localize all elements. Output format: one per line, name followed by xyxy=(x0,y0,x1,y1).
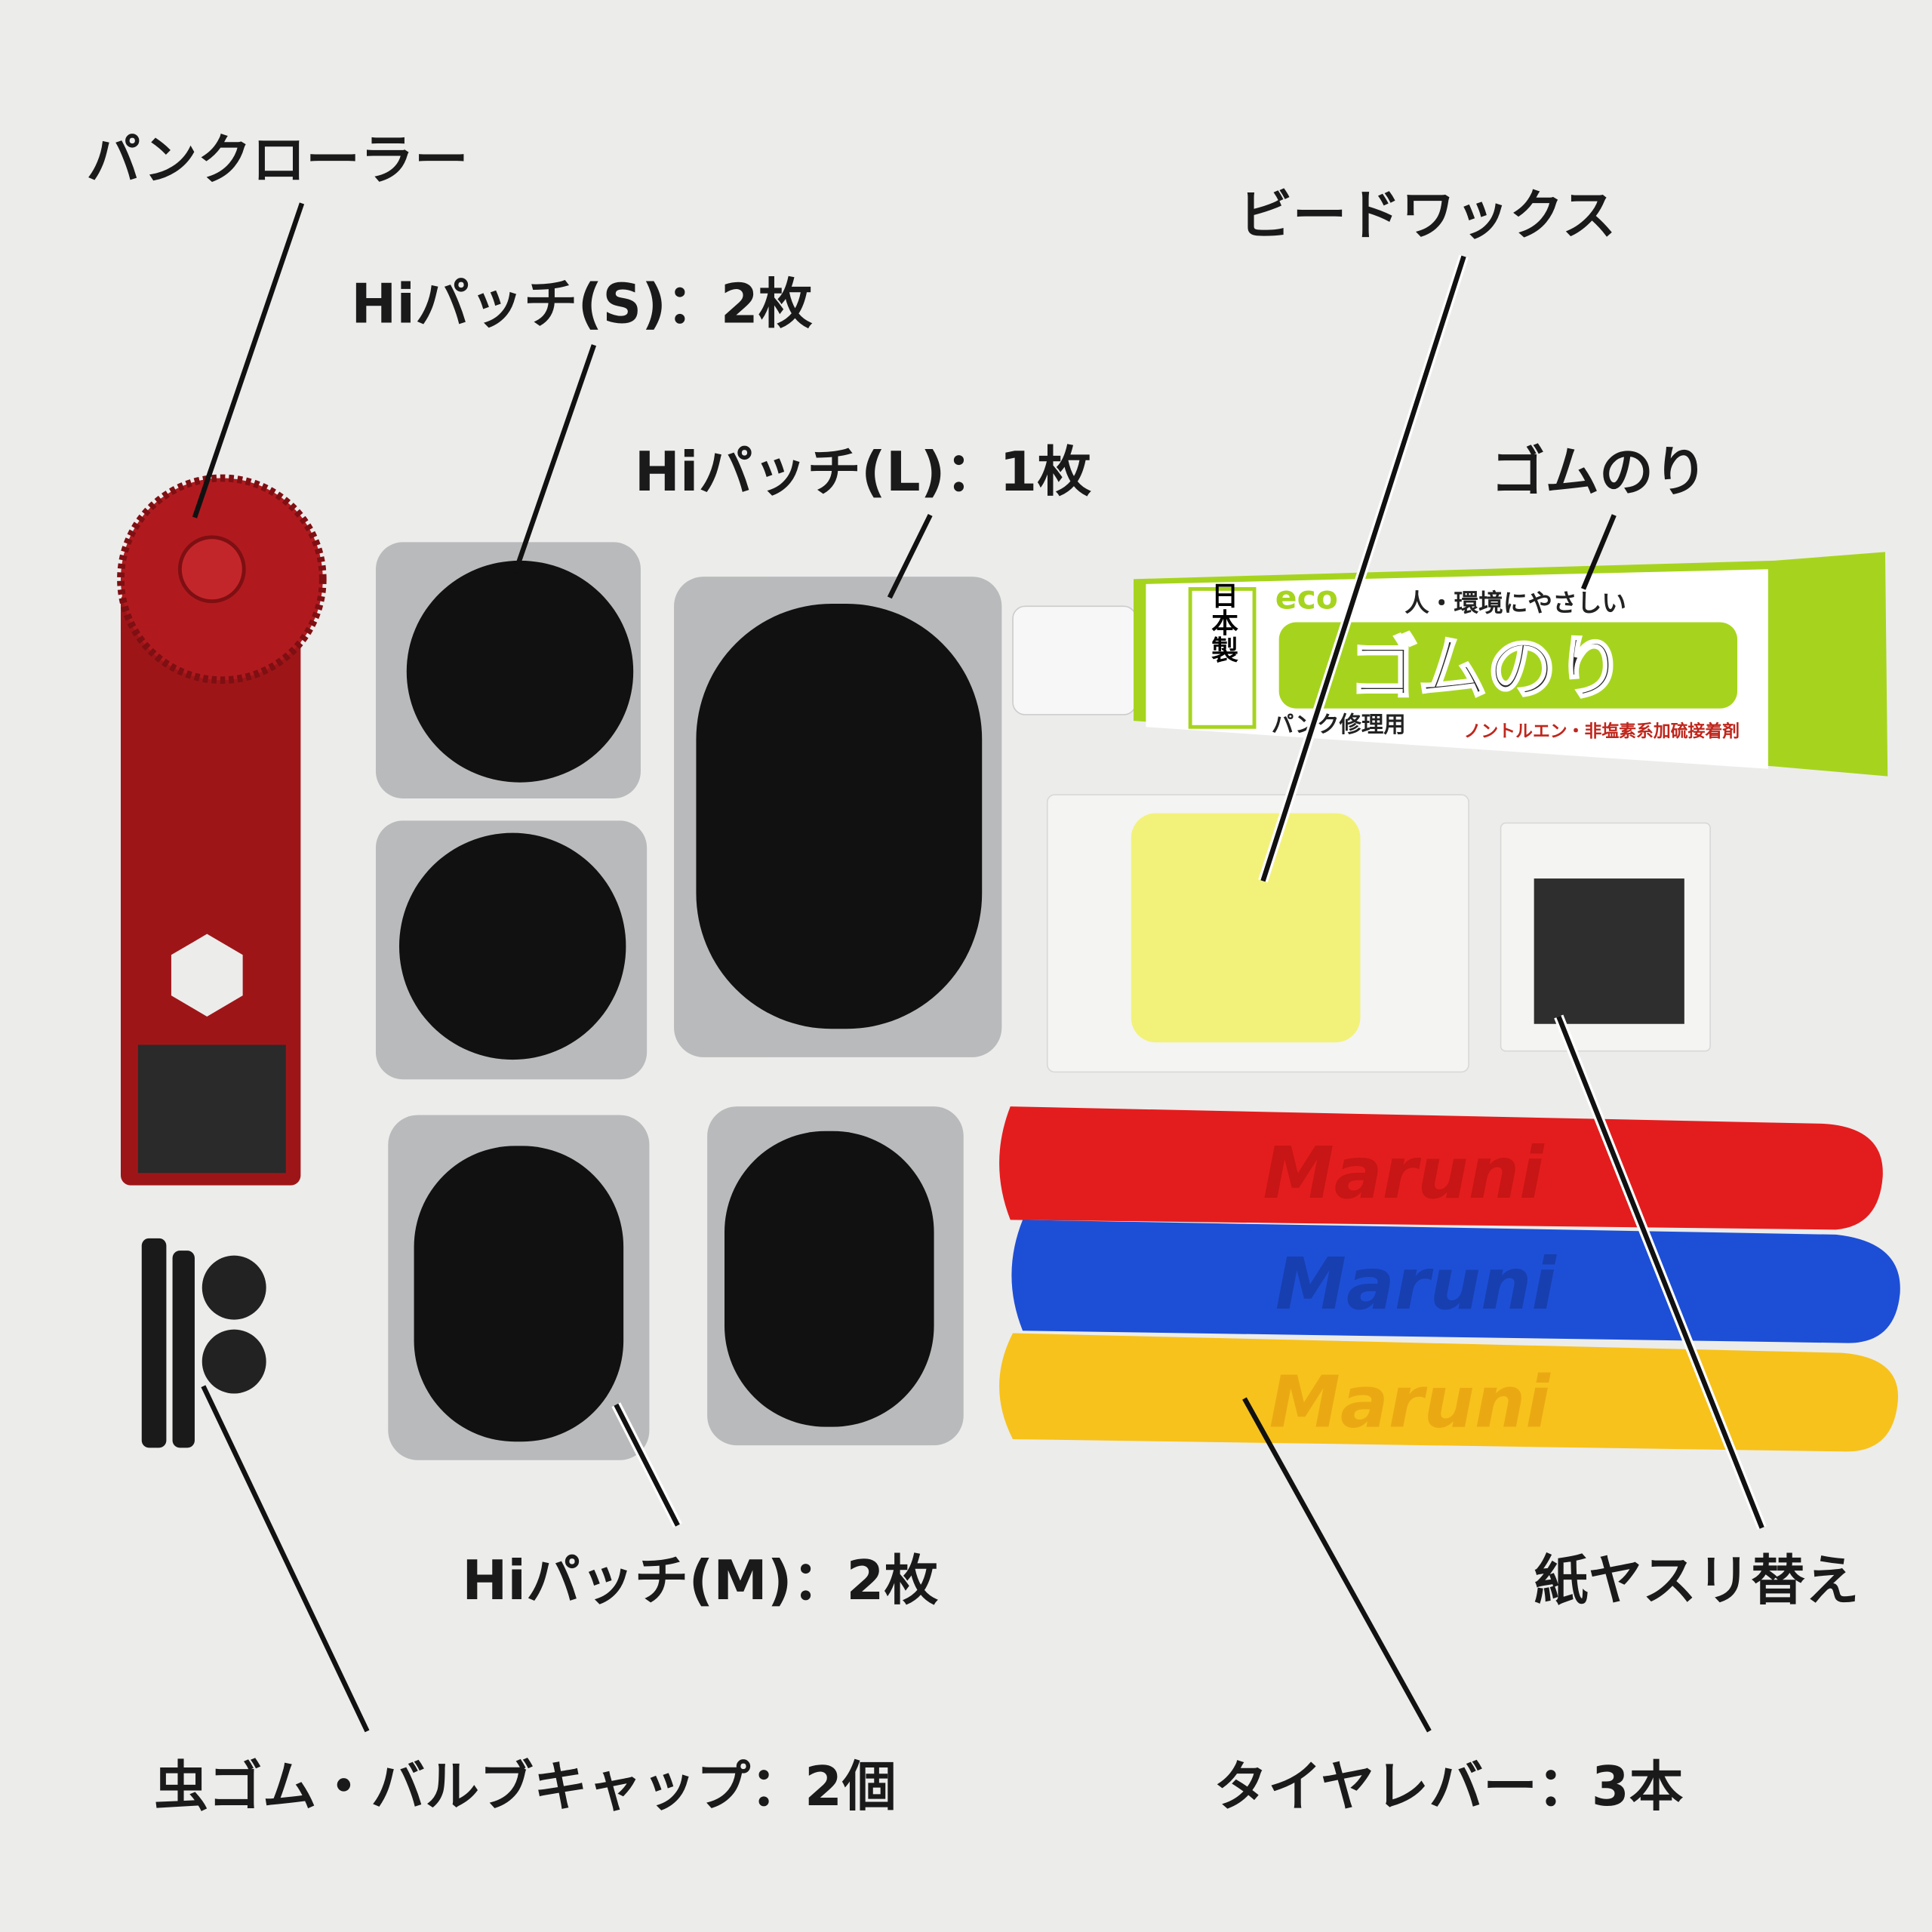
tube-eco: eco xyxy=(1275,580,1338,617)
tube-made-in: 日本製 xyxy=(1207,582,1238,663)
lever-brand-blue: Maruni xyxy=(1275,1243,1558,1326)
label-rubber-glue: ゴムのり xyxy=(1491,440,1708,503)
label-sandpaper: 紙ヤスリ替え xyxy=(1534,1549,1860,1612)
tube-tagline: 人・環境にやさしい xyxy=(1404,589,1626,617)
label-valve: 虫ゴム・バルブキャップ：2個 xyxy=(154,1755,897,1818)
rubber-glue-tube: 日本製 eco 人・環境にやさしい ゴムのり パンク修理用 ノントルエン・非塩素… xyxy=(1012,552,1888,777)
patch-s-2 xyxy=(375,820,648,1080)
label-patch-l: Hiパッチ(L)：1枚 xyxy=(635,440,1091,503)
sandpaper-pack xyxy=(1500,822,1711,1052)
tube-spec: ノントルエン・非塩素系加硫接着剤 xyxy=(1464,721,1740,741)
valve-rubber-and-caps xyxy=(141,1238,266,1448)
tire-lever-yellow: Maruni xyxy=(999,1333,1899,1452)
label-patch-m: Hiパッチ(M)：2枚 xyxy=(462,1549,938,1612)
label-patch-s: Hiパッチ(S)：2枚 xyxy=(351,272,812,336)
leader-lines xyxy=(192,202,1767,1733)
lever-brand-red: Maruni xyxy=(1263,1132,1545,1215)
label-roller: パンクローラー xyxy=(86,128,468,192)
patch-m-2 xyxy=(707,1106,964,1446)
tire-lever-red: Maruni xyxy=(999,1106,1883,1230)
label-tire-lever: タイヤレバー：3本 xyxy=(1214,1755,1684,1818)
label-bead-wax: ビードワックス xyxy=(1238,183,1617,247)
tire-lever-blue: Maruni xyxy=(1011,1220,1900,1343)
patch-s-1 xyxy=(375,542,641,798)
tube-usage: パンク修理用 xyxy=(1272,712,1406,737)
patch-m-1 xyxy=(388,1115,650,1460)
puncture-roller xyxy=(117,474,327,1186)
lever-brand-yellow: Maruni xyxy=(1269,1361,1552,1444)
bead-wax-pack xyxy=(1046,794,1469,1073)
tube-product: ゴムのり xyxy=(1349,629,1626,709)
patch-l xyxy=(674,577,1002,1057)
